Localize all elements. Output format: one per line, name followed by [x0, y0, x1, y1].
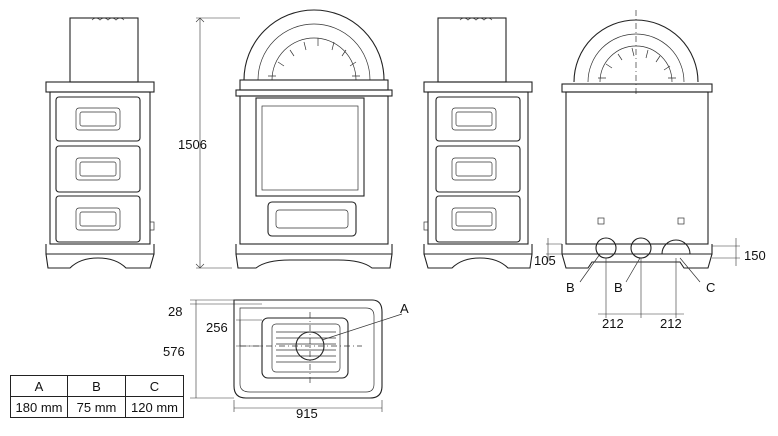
spacing-2-dimension: 212 — [660, 316, 682, 331]
callout-b2: B — [614, 280, 623, 295]
top-offset-dimension: 28 — [168, 304, 182, 319]
callout-a: A — [400, 301, 409, 316]
spec-header-a: A — [10, 375, 68, 397]
spec-header-b: B — [67, 375, 126, 397]
callout-b1: B — [566, 280, 575, 295]
callout-c: C — [706, 280, 715, 295]
flue-c-height-dimension: 150 — [744, 248, 766, 263]
flue-b-height-dimension: 105 — [534, 253, 556, 268]
top-view: A 28 256 576 915 — [163, 299, 409, 421]
front-view: 1506 — [178, 9, 393, 269]
spec-value-b: 75 mm — [67, 396, 126, 418]
height-dimension: 1506 — [178, 137, 207, 152]
spec-table: A B C 180 mm 75 mm 120 mm — [10, 375, 184, 418]
side-view-left — [45, 17, 155, 269]
width-dimension: 915 — [296, 406, 318, 421]
rear-view: 105 150 212 212 B B C — [534, 10, 766, 331]
spec-value-a: 180 mm — [10, 396, 68, 418]
spacing-1-dimension: 212 — [602, 316, 624, 331]
side-view-right — [423, 17, 533, 269]
flue-offset-dimension: 256 — [206, 320, 228, 335]
spec-header-c: C — [125, 375, 184, 397]
depth-dimension: 576 — [163, 344, 185, 359]
spec-value-c: 120 mm — [125, 396, 184, 418]
spec-value-row: 180 mm 75 mm 120 mm — [10, 396, 184, 418]
spec-header-row: A B C — [10, 375, 184, 397]
